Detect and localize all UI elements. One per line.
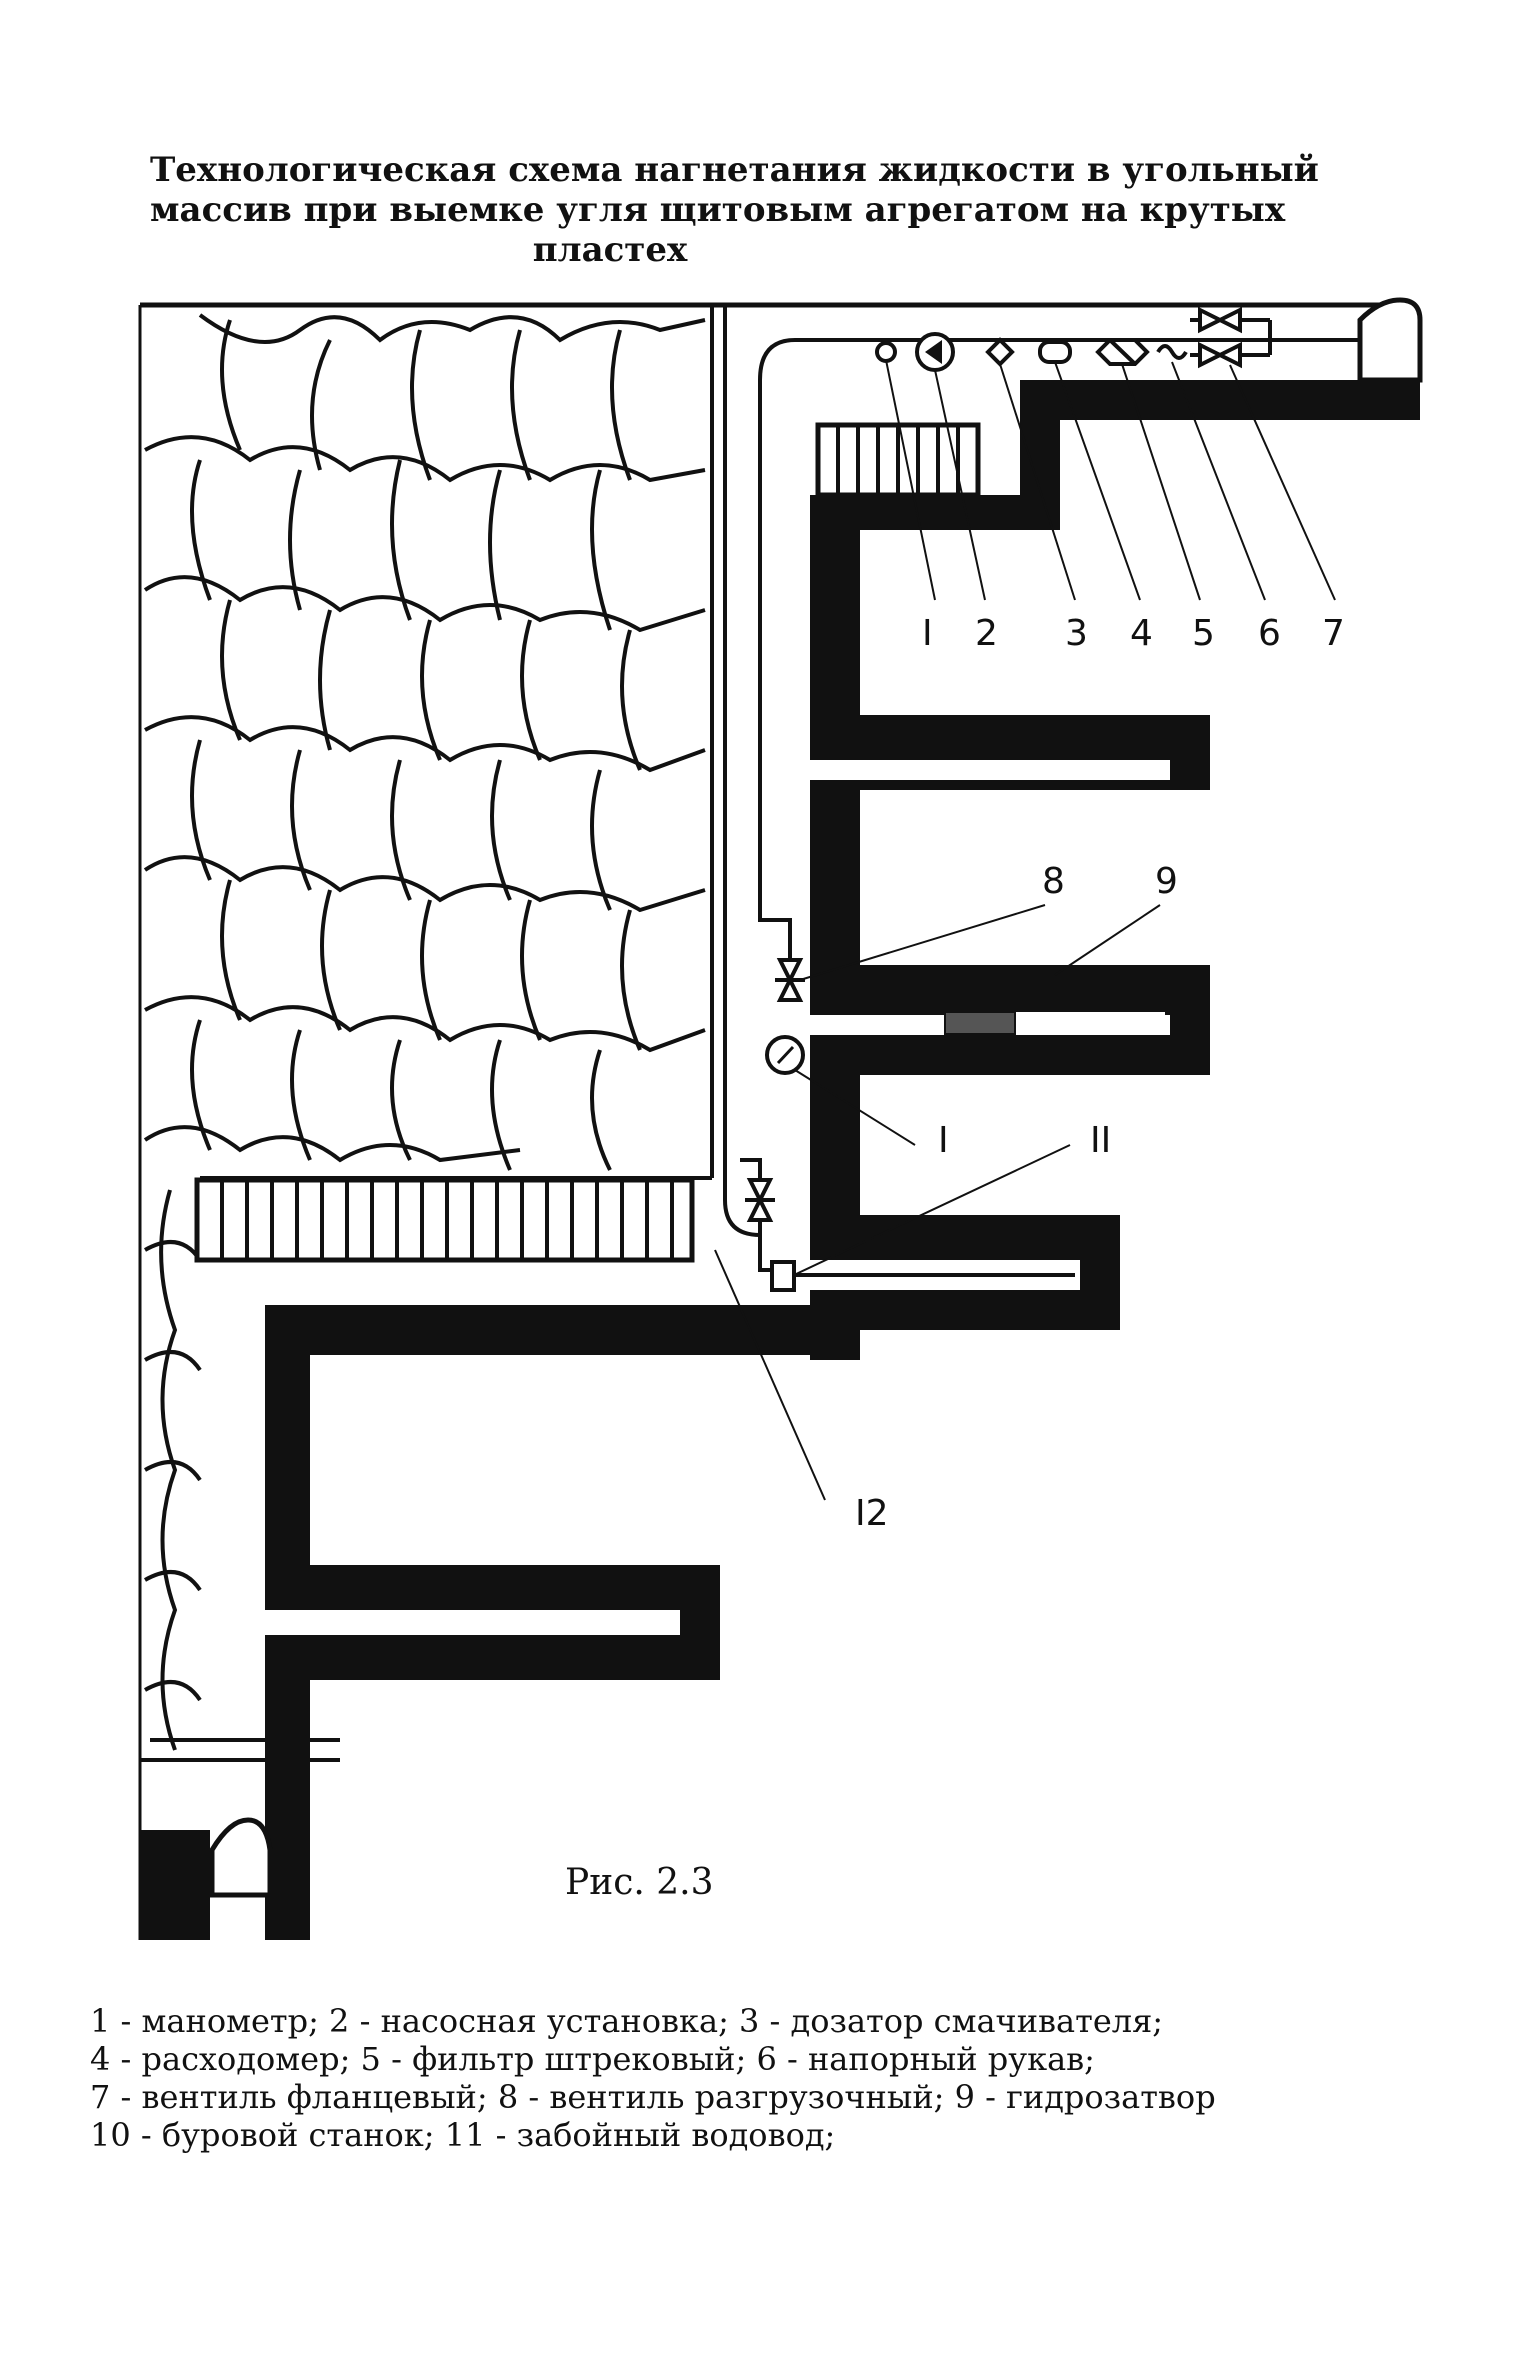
pipeline — [140, 305, 1360, 1762]
label-1-lower: I — [938, 1120, 949, 1161]
coal-seam-upper — [810, 380, 1420, 1360]
legend-line: 7 - вентиль фланцевый; 8 - вентиль разгр… — [90, 2078, 1216, 2116]
lower-gallery — [209, 1817, 273, 1898]
title-line-2: массив при выемке угля щитовым агрегатом… — [150, 190, 1286, 230]
label-2: 2 — [975, 613, 998, 654]
flowmeter-icon — [1038, 340, 1072, 364]
label-11: II — [1090, 1120, 1111, 1161]
label-4: 4 — [1130, 613, 1153, 654]
label-5: 5 — [1192, 613, 1215, 654]
legend: 1 - манометр; 2 - насосная установка; 3 … — [90, 2002, 1510, 2154]
title-line-1: Технологическая схема нагнетания жидкост… — [150, 150, 1319, 190]
legend-line: 10 - буровой станок; 11 - забойный водов… — [90, 2116, 836, 2154]
wetting-agent-dispenser-icon — [985, 337, 1015, 367]
diagram-title: Технологическая схема нагнетания жидкост… — [150, 150, 1390, 270]
coal-block-left — [140, 1830, 210, 1940]
drilling-rig-icon — [770, 1260, 796, 1292]
label-9: 9 — [1155, 861, 1178, 902]
legend-line: 1 - манометр; 2 - насосная установка; 3 … — [90, 2002, 1164, 2040]
caved-rock-zone — [143, 305, 714, 1751]
pressure-hose-icon — [1156, 344, 1188, 360]
filter-icon — [1095, 338, 1150, 366]
coal-seam-lower — [265, 1305, 860, 1940]
legend-line: 4 - расходомер; 5 - фильтр штрековый; 6 … — [90, 2040, 1095, 2078]
flange-valve-icon — [1198, 306, 1242, 369]
upper-gallery — [1357, 297, 1423, 383]
label-8: 8 — [1042, 861, 1065, 902]
label-1: I — [922, 613, 933, 654]
label-6: 6 — [1258, 613, 1281, 654]
label-12: I2 — [855, 1493, 889, 1534]
title-line-3: пластех — [532, 230, 688, 270]
lower-valve-icon — [745, 1178, 775, 1222]
figure-caption: Рис. 2.3 — [565, 1862, 714, 1903]
shield-support-lower — [194, 1177, 695, 1263]
leader-lines — [714, 359, 1336, 1501]
label-7: 7 — [1322, 613, 1345, 654]
manometer-icon — [875, 341, 897, 363]
pump-icon — [915, 332, 955, 372]
hydro-seal — [944, 1011, 1016, 1035]
label-3: 3 — [1065, 613, 1088, 654]
manometer-icon-lower — [765, 1035, 805, 1075]
